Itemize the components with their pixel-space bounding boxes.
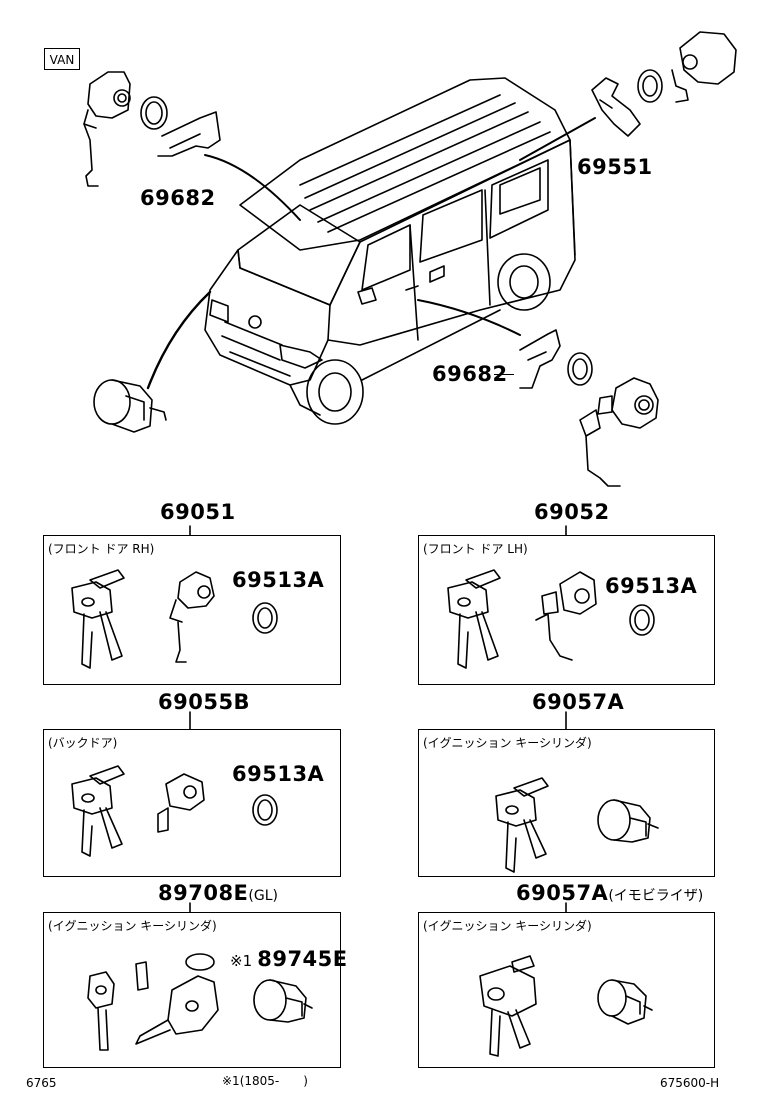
set-part-suffix: (GL) xyxy=(248,888,278,904)
ignition-cyl-69057a-immob xyxy=(598,980,652,1024)
set-box-69057a: (イグニッション キーシリンダ) xyxy=(418,729,715,877)
footer-left-code: 6765 xyxy=(26,1076,57,1090)
keys-69057a xyxy=(496,778,548,872)
set-part-no-group: 69057A(イモビライザ) xyxy=(516,881,703,905)
set-part-no: 69057A xyxy=(532,690,625,714)
set-caption: (イグニッション キーシリンダ) xyxy=(423,919,592,933)
van-illustration xyxy=(205,78,575,424)
footer-note: ※1(1805- ) xyxy=(222,1074,308,1088)
upper-left-lock-parts xyxy=(84,72,220,186)
battery-note: ※1 xyxy=(230,952,253,970)
set-box-69055b: (バックドア) xyxy=(43,729,341,877)
cylinder-69055b xyxy=(158,774,204,832)
ignition-cyl-89708e xyxy=(254,980,312,1022)
set-part-no: 69055B xyxy=(158,690,251,714)
keys-69052 xyxy=(448,570,500,668)
upper-right-lock-parts xyxy=(592,32,736,136)
cylinder-69052 xyxy=(536,572,596,660)
part-label-69682-upper: 69682 xyxy=(140,186,216,210)
keys-69055b xyxy=(72,766,124,856)
cylinder-69051 xyxy=(170,572,214,662)
part-label-69551: 69551 xyxy=(577,155,653,179)
key-69057a-immob xyxy=(480,956,536,1056)
set-box-69052: (フロント ドア LH) xyxy=(418,535,715,685)
set-box-69051: (フロント ドア RH) xyxy=(43,535,341,685)
set-caption: (イグニッション キーシリンダ) xyxy=(423,736,592,750)
set-caption: (フロント ドア LH) xyxy=(423,542,528,556)
set-part-no: 69057A xyxy=(516,881,609,905)
set-caption: (バックドア) xyxy=(48,736,118,750)
set-caption: (フロント ドア RH) xyxy=(48,542,155,556)
ring-part-label: 69513A xyxy=(605,574,698,598)
ring-part-label: 69513A xyxy=(232,568,325,592)
lower-right-lock-parts xyxy=(520,330,658,486)
set-part-no: 69051 xyxy=(160,500,236,524)
set-part-no: 89708E xyxy=(158,881,249,905)
set-part-suffix: (イモビライザ) xyxy=(608,888,704,904)
ring-69051 xyxy=(253,603,277,633)
set-part-no: 69052 xyxy=(534,500,610,524)
set-box-69057a-immob: (イグニッション キーシリンダ) xyxy=(418,912,715,1068)
set-caption: (イグニッション キーシリンダ) xyxy=(48,919,217,933)
keys-69051 xyxy=(72,570,124,668)
footer-right-code: 675600-H xyxy=(660,1076,720,1090)
leader-69682-lower xyxy=(494,374,514,375)
ring-part-label: 69513A xyxy=(232,762,325,786)
van-label: VAN xyxy=(44,48,80,70)
set-box-89708e: (イグニッション キーシリンダ) xyxy=(43,912,341,1068)
ignition-cyl-69057a xyxy=(598,800,658,842)
ring-69055b xyxy=(253,795,277,825)
battery-label-group: ※1 89745E xyxy=(230,947,348,971)
lower-left-ignition-parts xyxy=(94,380,166,432)
set-part-no-group: 89708E(GL) xyxy=(158,881,278,905)
key-89708e xyxy=(88,954,218,1050)
battery-part-label: 89745E xyxy=(257,947,348,971)
ring-69052 xyxy=(630,605,654,635)
